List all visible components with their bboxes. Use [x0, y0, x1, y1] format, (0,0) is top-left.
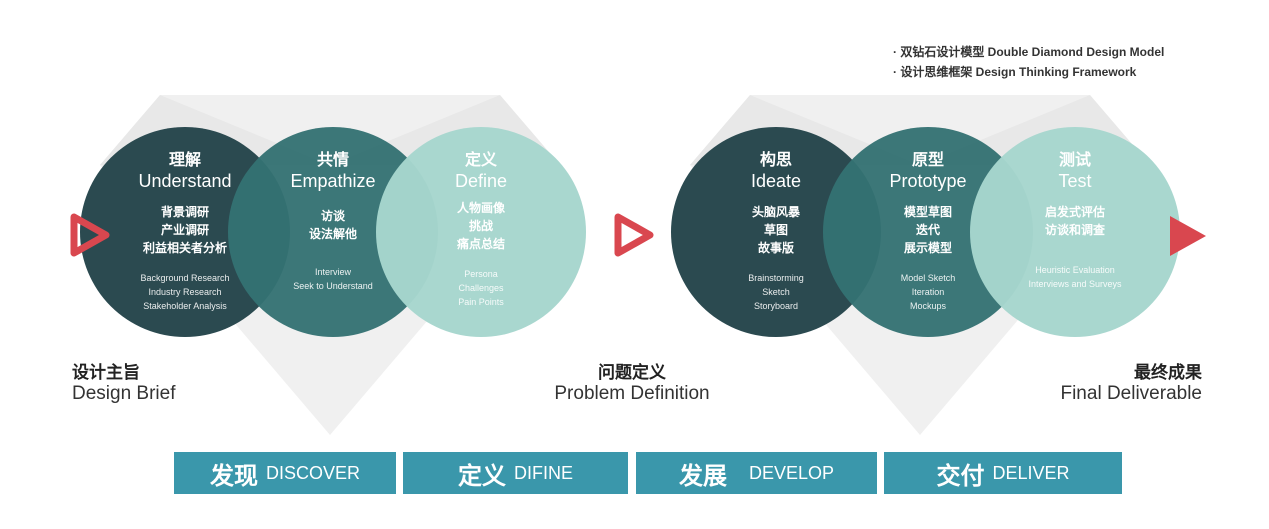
- circle-title-zh: 构思: [759, 152, 792, 169]
- play-arrow-icon: [70, 213, 110, 257]
- item-en: Iteration: [911, 287, 945, 297]
- item-zh: 访谈和调查: [1044, 223, 1105, 237]
- item-en: Mockups: [909, 301, 946, 311]
- circle-title-en: Understand: [138, 171, 232, 191]
- circle-title-en: Ideate: [750, 171, 802, 191]
- circle-title-zh: 测试: [1058, 152, 1091, 169]
- item-zh: 背景调研: [160, 205, 209, 219]
- phase-en: DEVELOP: [748, 462, 835, 483]
- legend-item: · 设计思维框架 Design Thinking Framework: [893, 65, 1137, 79]
- label-final-deliverable: 最终成果 Final Deliverable: [1000, 358, 1202, 405]
- item-en: Sketch: [762, 287, 790, 297]
- item-zh: 启发式评估: [1044, 205, 1105, 219]
- item-en: Brainstorming: [748, 273, 804, 283]
- item-en: Seek to Understand: [293, 281, 373, 291]
- phase-en: DELIVER: [992, 462, 1070, 483]
- phase-en: DIFINE: [513, 462, 573, 483]
- item-zh: 访谈: [320, 209, 345, 223]
- item-en: Challenges: [458, 283, 504, 293]
- phase-en: DISCOVER: [265, 462, 361, 483]
- circle-title-zh: 原型: [911, 152, 944, 169]
- label-zh: 问题定义: [598, 363, 666, 382]
- phase-deliver: 交付 DELIVER: [884, 452, 1122, 494]
- item-en: Model Sketch: [900, 273, 956, 283]
- legend-item: · 双钻石设计模型 Double Diamond Design Model: [893, 45, 1165, 59]
- phase-zh: 交付: [936, 462, 985, 490]
- item-zh: 痛点总结: [456, 237, 505, 251]
- circle-title-zh: 理解: [168, 152, 201, 169]
- circle-title-zh: 共情: [316, 152, 349, 169]
- item-en: Persona: [464, 269, 498, 279]
- phase-zh: 发现: [209, 462, 258, 490]
- circle-title-en: Prototype: [889, 171, 967, 191]
- item-zh: 草图: [763, 223, 788, 237]
- circle-title-en: Define: [454, 171, 508, 191]
- label-en: Design Brief: [72, 383, 176, 404]
- item-en: Storyboard: [753, 301, 799, 311]
- item-zh: 模型草图: [903, 205, 952, 219]
- item-zh: 挑战: [468, 219, 493, 233]
- phase-develop: 发展 DEVELOP: [636, 452, 877, 494]
- item-zh: 迭代: [915, 223, 940, 237]
- item-zh: 头脑风暴: [751, 205, 800, 219]
- phase-zh: 定义: [457, 462, 506, 490]
- item-en: Heuristic Evaluation: [1035, 265, 1115, 275]
- label-en: Problem Definition: [554, 383, 710, 404]
- item-en: Background Research: [140, 273, 230, 283]
- item-zh: 产业调研: [160, 223, 209, 237]
- item-en: Stakeholder Analysis: [143, 301, 227, 311]
- item-zh: 利益相关者分析: [142, 241, 227, 255]
- circle-title-zh: 定义: [464, 152, 497, 169]
- label-design-brief: 设计主旨 Design Brief: [72, 358, 176, 405]
- item-en: Interview: [314, 267, 351, 277]
- item-zh: 故事版: [757, 241, 794, 255]
- phase-discover: 发现 DISCOVER: [174, 452, 396, 494]
- phase-define: 定义 DIFINE: [403, 452, 628, 494]
- label-zh: 设计主旨: [72, 363, 140, 382]
- item-zh: 展示模型: [903, 241, 952, 255]
- label-zh: 最终成果: [1134, 363, 1202, 382]
- item-zh: 设法解他: [308, 227, 357, 241]
- play-arrow-icon: [614, 213, 654, 257]
- phase-zh: 发展: [678, 462, 727, 490]
- arrow-end-icon: [1170, 216, 1206, 256]
- label-problem-definition: 问题定义 Problem Definition: [546, 358, 718, 405]
- legend: · 双钻石设计模型 Double Diamond Design Model · …: [893, 42, 1164, 82]
- label-en: Final Deliverable: [1060, 383, 1202, 404]
- item-zh: 人物画像: [456, 201, 505, 215]
- item-en: Interviews and Surveys: [1028, 279, 1122, 289]
- circle-title-en: Empathize: [290, 171, 376, 191]
- item-en: Industry Research: [148, 287, 222, 297]
- circle-title-en: Test: [1058, 171, 1092, 191]
- item-en: Pain Points: [458, 297, 504, 307]
